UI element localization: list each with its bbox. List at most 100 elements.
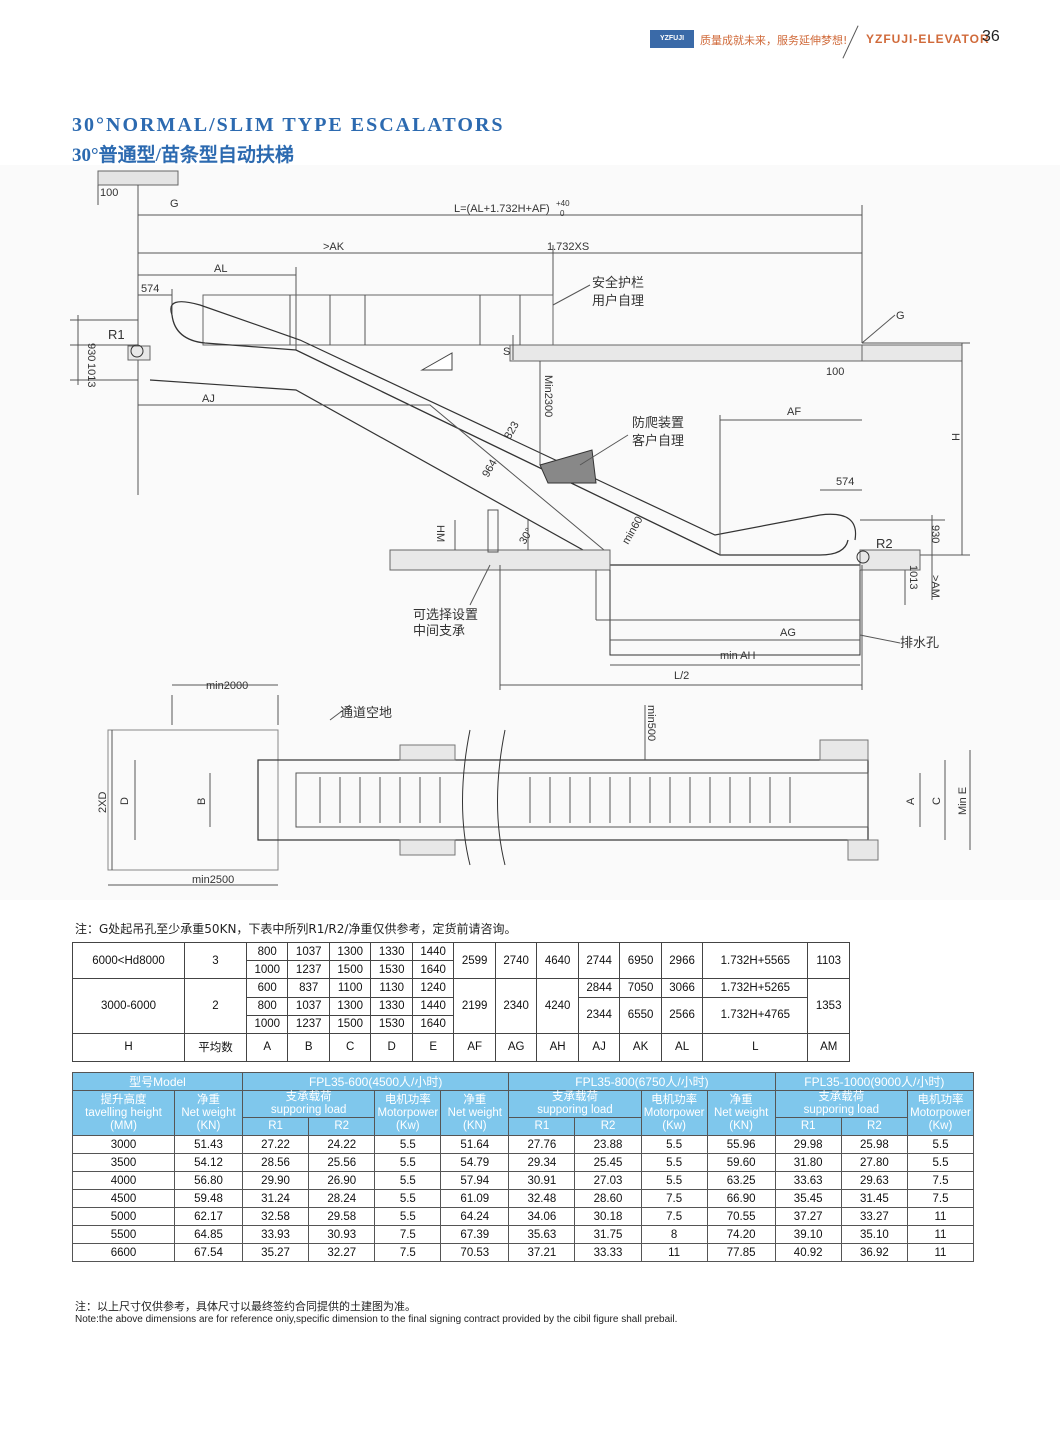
cell-d: 1530 [370, 960, 413, 980]
cell-c: 1100 [328, 978, 372, 998]
handrail-line [171, 314, 849, 556]
table-cell: 27.80 [840, 1153, 909, 1172]
header-cell: AM [807, 1032, 850, 1062]
table-cell: 59.48 [174, 1189, 243, 1208]
table-cell: 7.5 [907, 1189, 974, 1208]
table-cell: 35.27 [241, 1243, 310, 1262]
company-logo: YZFUJI [650, 30, 694, 48]
table-cell: 35.45 [774, 1189, 842, 1208]
label-aj: AJ [202, 393, 215, 405]
table-cell: 5.5 [374, 1189, 442, 1208]
col-motor: 电机功率 Motorpower (Kw) [640, 1090, 708, 1136]
col-r2: R2 [308, 1117, 376, 1136]
table-cell: 37.21 [508, 1243, 576, 1262]
cell-e: 1440 [411, 941, 455, 962]
cell-al: 2966 [660, 941, 704, 980]
cell-c: 1500 [328, 960, 372, 980]
cell-ah: 4640 [536, 941, 579, 980]
table-cell: 5.5 [374, 1135, 442, 1154]
table-cell: 70.55 [706, 1207, 776, 1226]
label-100: 100 [100, 187, 118, 199]
label-am: >AM [929, 575, 941, 598]
table-cell: 28.24 [308, 1189, 376, 1208]
table-cell: 31.80 [774, 1153, 842, 1172]
upper-slab-hatch [97, 170, 179, 186]
table-row: 3000-6000 2 600 837 1100 1130 1240 2199 … [72, 978, 850, 1034]
cell-af: 2599 [453, 941, 496, 980]
label-minah: min AH [720, 650, 756, 662]
footer-note-en: Note:the above dimensions are for refere… [75, 1314, 678, 1325]
cell-b: 1037 [287, 941, 330, 962]
table-cell: 11 [907, 1207, 974, 1226]
footer-note-cn: 注：以上尺寸仅供参考，具体尺寸以最终签约合同提供的土建图为准。 [75, 1300, 416, 1313]
table-cell: 54.79 [440, 1153, 510, 1172]
table-row: 6000<Hd8000 3 800 1037 1300 1330 1440 25… [72, 941, 850, 980]
drawing-svg: 100 G L=(AL+1.732H+AF) +40 0 >AK 1.732XS… [70, 170, 971, 886]
table-cell: 5.5 [640, 1135, 708, 1154]
cell-l: 1.732H+4765 [702, 996, 809, 1034]
header-cell: L [702, 1032, 809, 1062]
table-cell: 28.56 [241, 1153, 310, 1172]
label-min2500: min2500 [192, 874, 234, 886]
table-cell: 5.5 [374, 1207, 442, 1226]
cell-e: 1440 [411, 996, 455, 1016]
table-cell: 29.63 [840, 1171, 909, 1190]
label-930: 930 [85, 343, 97, 361]
table-cell: 3000 [72, 1135, 175, 1154]
table-cell: 29.90 [241, 1171, 310, 1190]
col-r1: R1 [241, 1117, 310, 1136]
col-height: 提升高度 tavelling height (MM) [72, 1090, 175, 1136]
cell-b: 1237 [287, 1014, 330, 1034]
truss-bottom [149, 379, 860, 566]
label-xs: 1.732XS [547, 241, 589, 253]
label-574b: 574 [836, 476, 854, 488]
label-drain: 排水孔 [900, 636, 939, 651]
table-cell: 29.34 [508, 1153, 576, 1172]
table-cell: 30.18 [574, 1207, 642, 1226]
header-cell: H [72, 1032, 185, 1062]
table-cell: 33.63 [774, 1171, 842, 1190]
label-tol-zero: 0 [560, 209, 565, 218]
label-anti2: 客户自理 [632, 433, 684, 449]
table-cell: 66.90 [706, 1189, 776, 1208]
table-cell: 31.45 [840, 1189, 909, 1208]
cell-e: 1640 [411, 960, 455, 980]
table-cell: 30.91 [508, 1171, 576, 1190]
cell-n: 2 [184, 978, 247, 1034]
cell-ak: 6550 [619, 996, 662, 1034]
table-cell: 3500 [72, 1153, 175, 1172]
table-row: 1000 1237 1500 1530 1640 [73, 1014, 850, 1034]
col-motor: 电机功率 Motorpower (Kw) [907, 1090, 974, 1136]
cell-c: 1500 [328, 1014, 372, 1034]
header-cell: AG [494, 1032, 538, 1062]
cell-am: 1103 [807, 941, 850, 980]
upper-floor-slab [509, 344, 863, 362]
col-r1: R1 [774, 1117, 842, 1136]
table-cell: 4000 [72, 1171, 175, 1190]
label-r2: R2 [876, 536, 893, 551]
label-a: A [905, 797, 917, 805]
table-cell: 25.45 [574, 1153, 642, 1172]
label-r1: R1 [108, 327, 125, 342]
table-cell: 32.58 [241, 1207, 310, 1226]
table-cell: 32.48 [508, 1189, 576, 1208]
col-motor: 电机功率 Motorpower (Kw) [374, 1090, 442, 1136]
table-cell: 7.5 [640, 1189, 708, 1208]
spec-table: 型号Model FPL35-600(4500人/小时) FPL35-800(67… [72, 1072, 975, 1262]
cell-b: 1237 [287, 960, 330, 980]
lower-pit [609, 570, 861, 656]
header-cell: D [370, 1032, 413, 1062]
table-cell: 30.93 [308, 1225, 376, 1244]
table-cell: 28.60 [574, 1189, 642, 1208]
cell-c: 1300 [328, 996, 372, 1016]
cell-aj: 2844 [577, 978, 621, 998]
label-d: D [119, 797, 131, 805]
page-title-cn: 30°普通型/苗条型自动扶梯 [72, 145, 294, 166]
table-cell: 67.39 [440, 1225, 510, 1244]
table-cell: 54.12 [174, 1153, 243, 1172]
